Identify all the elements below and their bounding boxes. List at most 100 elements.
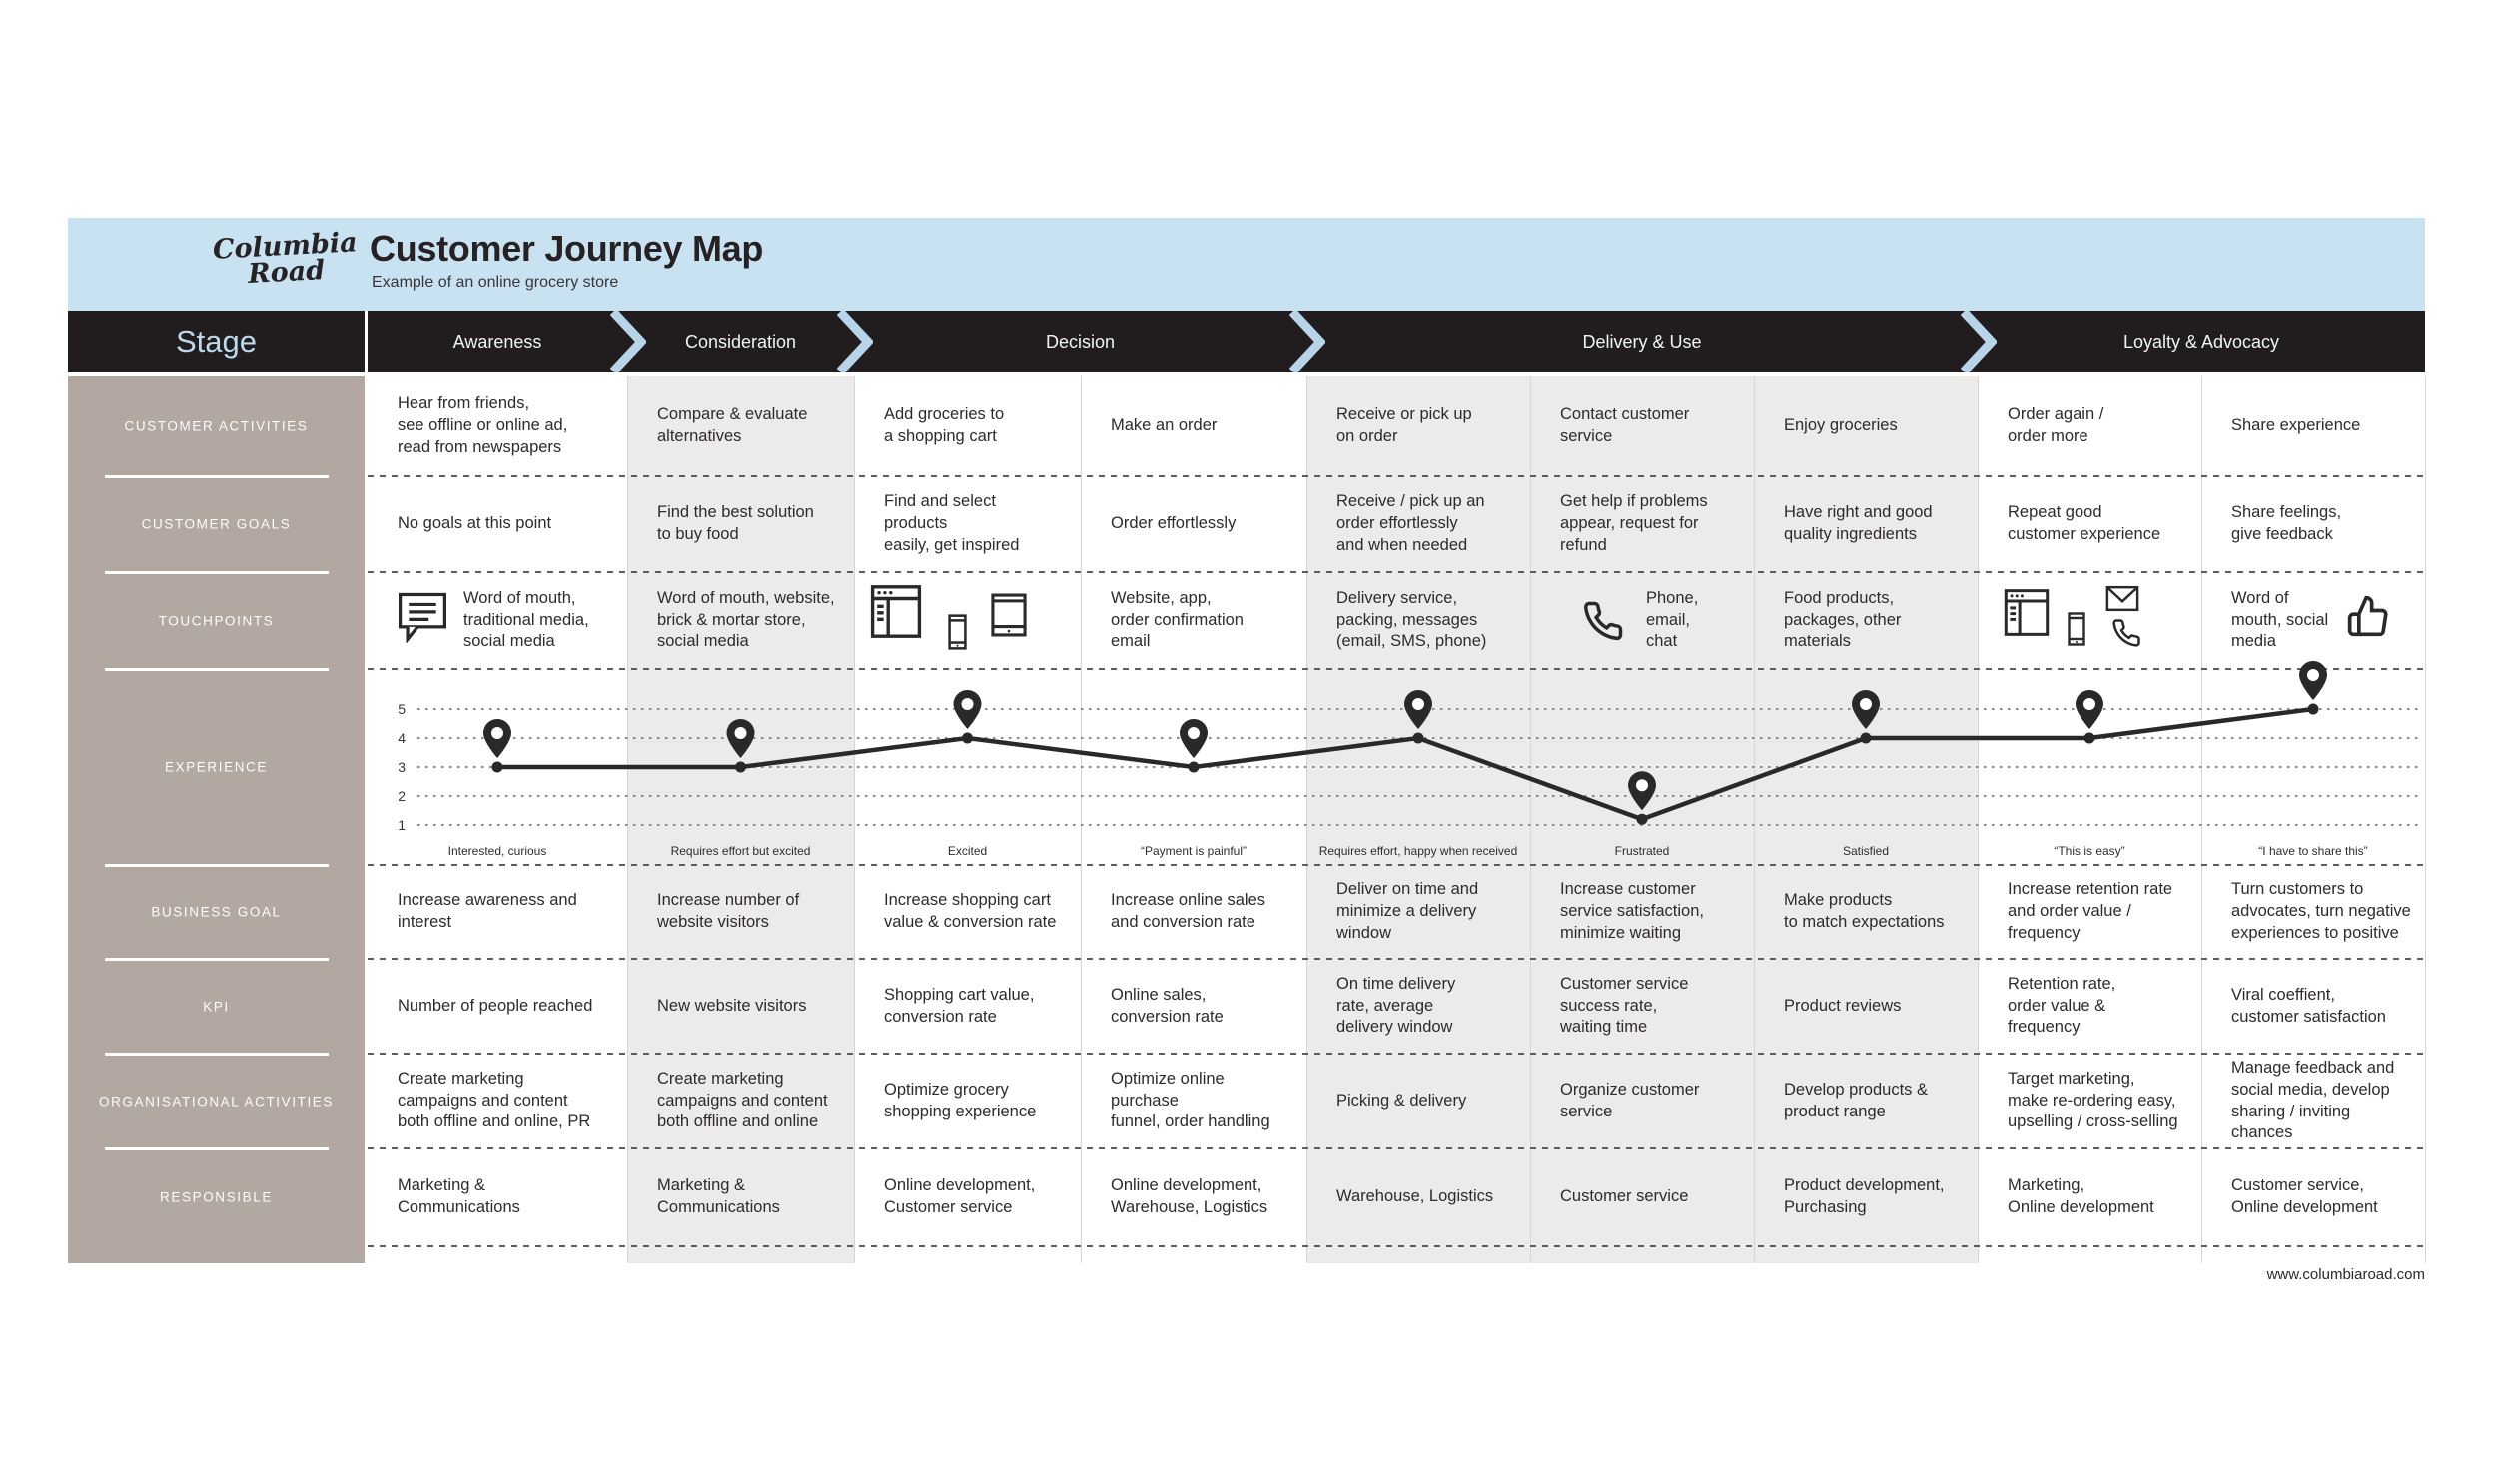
cell-text: Receive or pick up on order (1336, 405, 1472, 445)
cell-responsible: Customer service, Online development (2201, 1148, 2425, 1246)
cell-customer_goals: Repeat good customer experience (1978, 476, 2201, 572)
page-title: Customer Journey Map (370, 228, 764, 269)
cell-responsible: Warehouse, Logistics (1306, 1148, 1530, 1246)
cell-customer_activities: Order again / order more (1978, 376, 2201, 476)
cell-customer_activities: Contact customer service (1530, 376, 1754, 476)
cell-organisational_activities: Optimize online purchase funnel, order h… (1081, 1054, 1306, 1148)
footer-url: www.columbiaroad.com (2266, 1266, 2425, 1283)
cell-organisational_activities: Manage feedback and social media, develo… (2201, 1054, 2425, 1148)
cell-customer_goals: Find the best solution to buy food (627, 476, 854, 572)
cell-responsible: Online development, Customer service (854, 1148, 1081, 1246)
cell-text: Compare & evaluate alternatives (657, 405, 808, 445)
stage-segment-label: Loyalty & Advocacy (2122, 331, 2280, 352)
sidebar-divider (105, 864, 329, 867)
browser-icon (870, 584, 922, 639)
cell-touchpoints: Word of mouth, traditional media, social… (368, 572, 627, 669)
sidebar-divider (105, 1053, 329, 1056)
cell-text: Warehouse, Logistics (1336, 1187, 1494, 1206)
sidebar-divider (105, 668, 329, 671)
cell-responsible: Marketing & Communications (627, 1148, 854, 1246)
cell-kpi: Customer service success rate, waiting t… (1530, 959, 1754, 1054)
smartphone-icon (2068, 611, 2085, 646)
cell-text: Find the best solution to buy food (657, 503, 814, 543)
envelope-icon (2105, 585, 2141, 612)
speech-bubble-icon (398, 592, 447, 643)
row-divider-dashed (368, 571, 2425, 573)
stage-chevron-icon (836, 308, 875, 377)
cell-business_goal: Increase retention rate and order value … (1978, 865, 2201, 959)
cell-text: Order effortlessly (1111, 514, 1237, 533)
cell-customer_goals: Share feelings, give feedback (2201, 476, 2425, 572)
cell-text: Online sales, conversion rate (1111, 985, 1224, 1026)
cell-customer_goals: Have right and good quality ingredients (1754, 476, 1978, 572)
cell-text: Marketing, Online development (2008, 1176, 2154, 1216)
row-label-organisational_activities: ORGANISATIONAL ACTIVITIES (98, 1094, 335, 1109)
cell-text: Picking & delivery (1336, 1091, 1467, 1110)
cell-kpi: On time delivery rate, average delivery … (1306, 959, 1530, 1054)
cell-text: Repeat good customer experience (2008, 503, 2161, 543)
cell-text: Optimize online purchase funnel, order h… (1111, 1069, 1270, 1131)
icon-stack (2105, 585, 2141, 648)
cell-customer_activities: Add groceries to a shopping cart (854, 376, 1081, 476)
cell-touchpoints (1978, 572, 2201, 669)
cell-text: Deliver on time and minimize a delivery … (1336, 880, 1479, 942)
cell-customer_goals: Find and select products easily, get ins… (854, 476, 1081, 572)
cell-kpi: Online sales, conversion rate (1081, 959, 1306, 1054)
cell-text: Add groceries to a shopping cart (884, 405, 1005, 445)
cell-customer_goals: Get help if problems appear, request for… (1530, 476, 1754, 572)
row-label-business_goal: BUSINESS GOAL (151, 904, 282, 920)
cell-business_goal: Increase number of website visitors (627, 865, 854, 959)
cell-text: Contact customer service (1560, 405, 1690, 445)
stage-segment-label: Delivery & Use (1582, 331, 1702, 352)
row-label-customer_goals: CUSTOMER GOALS (141, 516, 292, 532)
cell-customer_activities: Make an order (1081, 376, 1306, 476)
cell-kpi: Viral coeffient, customer satisfaction (2201, 959, 2425, 1054)
cell-kpi: Retention rate, order value & frequency (1978, 959, 2201, 1054)
cell-organisational_activities: Target marketing, make re-ordering easy,… (1978, 1054, 2201, 1148)
cell-text: Online development, Customer service (884, 1176, 1036, 1216)
sidebar-divider (105, 475, 329, 478)
thumbs-up-icon (2346, 594, 2390, 638)
stage-chevron-icon (609, 308, 648, 377)
cell-responsible: Marketing, Online development (1978, 1148, 2201, 1246)
cell-touchpoints: Word of mouth, website, brick & mortar s… (627, 572, 854, 669)
journey-grid: Hear from friends, see offline or online… (368, 376, 2426, 1263)
row-divider-dashed (368, 668, 2425, 670)
row-divider-dashed (368, 958, 2425, 960)
cell-text: New website visitors (657, 996, 807, 1015)
cell-business_goal: Increase customer service satisfaction, … (1530, 865, 1754, 959)
cell-touchpoints: Food products, packages, other materials (1754, 572, 1978, 669)
row-label-responsible: RESPONSIBLE (160, 1189, 273, 1205)
cell-touchpoints (854, 572, 1081, 669)
cell-text: No goals at this point (398, 514, 552, 533)
cell-text: Make products to match expectations (1784, 891, 1945, 931)
cell-text: Turn customers to advocates, turn negati… (2231, 880, 2411, 942)
cell-touchpoints: Phone, email, chat (1530, 572, 1754, 669)
cell-text: Increase customer service satisfaction, … (1560, 880, 1704, 942)
cell-responsible: Marketing & Communications (368, 1148, 627, 1246)
cell-responsible: Customer service (1530, 1148, 1754, 1246)
cell-text: Number of people reached (398, 996, 593, 1015)
tablet-icon (991, 593, 1027, 637)
cell-touchpoints: Website, app, order confirmation email (1081, 572, 1306, 669)
cell-text: Increase retention rate and order value … (2008, 880, 2173, 942)
cell-text: Order again / order more (2008, 405, 2104, 445)
smartphone-icon (948, 613, 967, 650)
cell-responsible: Product development, Purchasing (1754, 1148, 1978, 1246)
row-divider-dashed (368, 864, 2425, 866)
cell-text: Product development, Purchasing (1784, 1176, 1945, 1216)
cell-text: Word of mouth, social media (2231, 588, 2329, 651)
stage-segment-label: Decision (1045, 331, 1116, 352)
cell-text: Optimize grocery shopping experience (884, 1080, 1037, 1120)
stage-segment-label: Awareness (452, 331, 542, 352)
cell-kpi: New website visitors (627, 959, 854, 1054)
cell-text: Delivery service, packing, messages (ema… (1336, 588, 1487, 651)
cell-text: Share feelings, give feedback (2231, 503, 2342, 543)
row-divider-dashed (368, 475, 2425, 477)
cell-text: Retention rate, order value & frequency (2008, 974, 2116, 1037)
cell-text: Receive / pick up an order effortlessly … (1336, 492, 1485, 554)
cell-text: Online development, Warehouse, Logistics (1111, 1176, 1268, 1216)
cell-text: Viral coeffient, customer satisfaction (2231, 985, 2386, 1026)
